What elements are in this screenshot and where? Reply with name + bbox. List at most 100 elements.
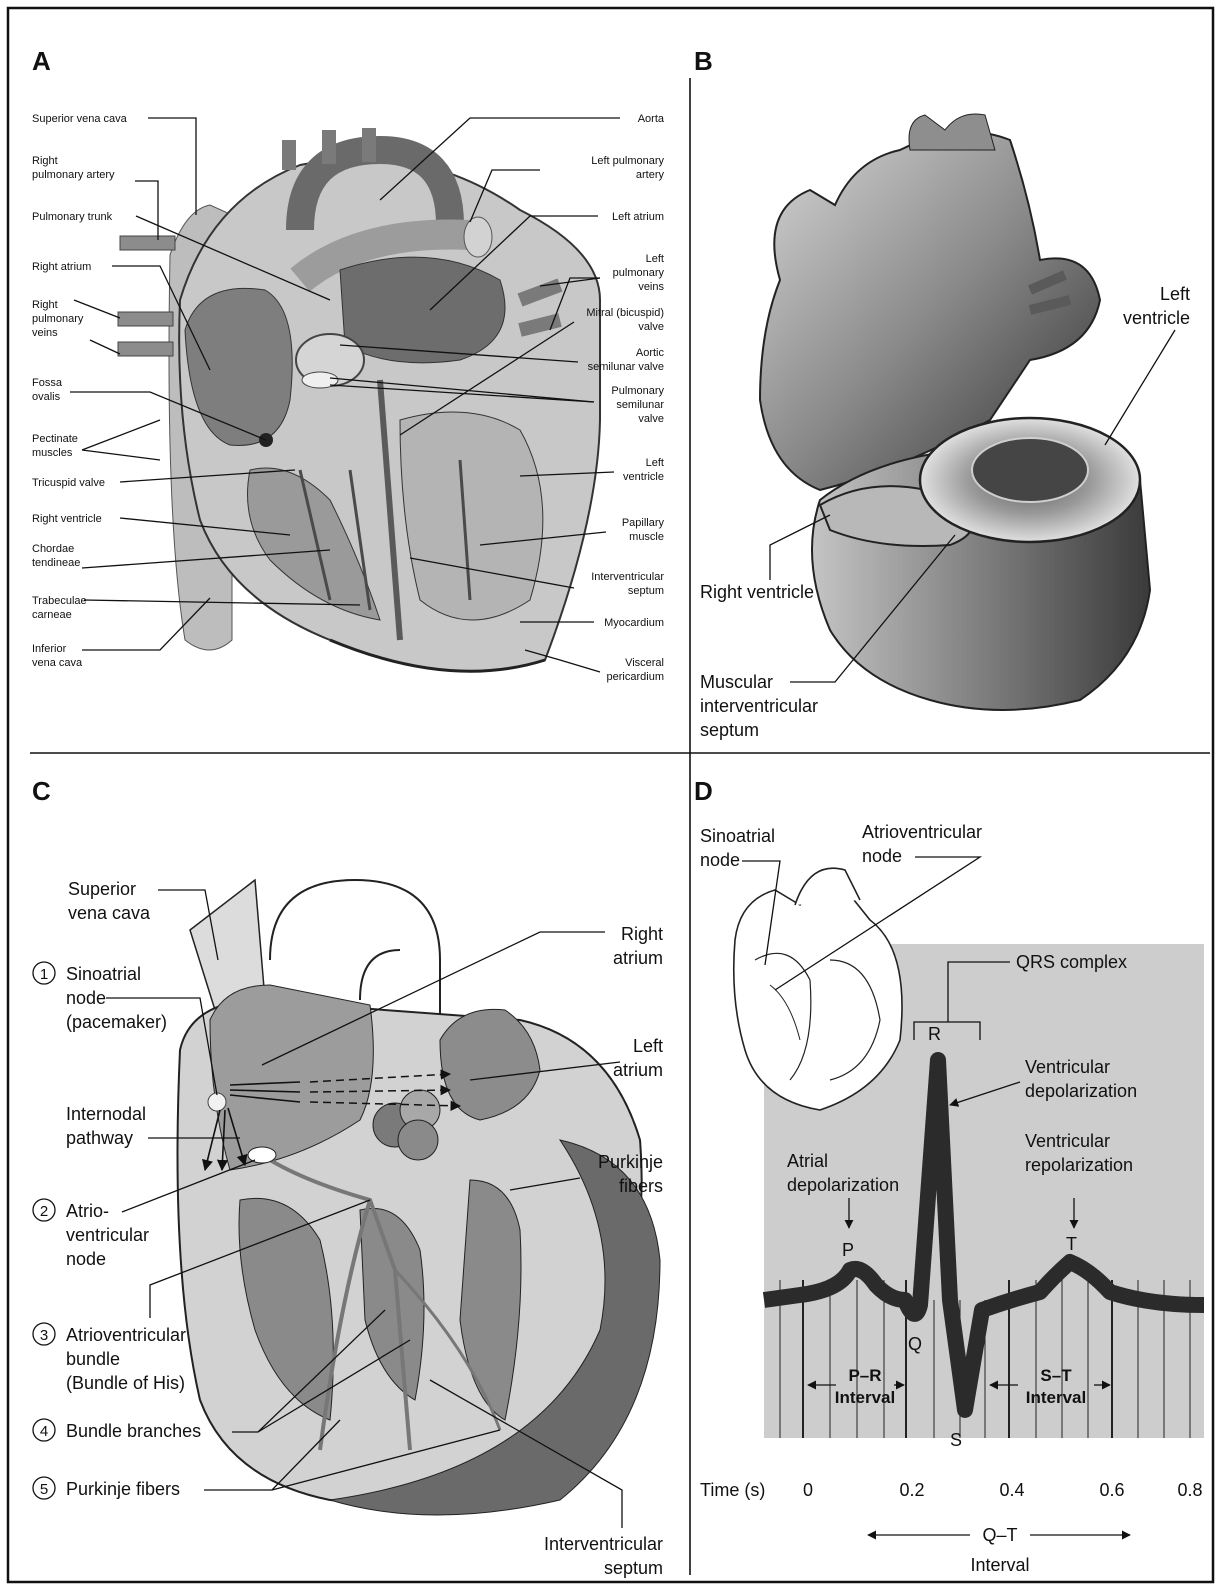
label-b-right-ventricle: Right ventricle <box>700 582 814 602</box>
label-interventricular-septum-2: septum <box>628 585 664 597</box>
tick-label-0-8: 0.8 <box>1177 1480 1202 1500</box>
label-b-left-ventricle-2: ventricle <box>1123 308 1190 328</box>
label-d-wave-p: P <box>842 1240 854 1260</box>
label-c-interventricular-septum: Interventricular <box>544 1534 663 1554</box>
label-pulmonary-valve: Pulmonary <box>611 385 664 397</box>
label-visceral-pericardium-2: pericardium <box>607 671 664 683</box>
step-4-line-1: Bundle branches <box>66 1421 201 1441</box>
heart-section-illustration <box>118 128 600 671</box>
step-internodal-line-2: pathway <box>66 1128 133 1148</box>
label-aorta: Aorta <box>638 113 665 125</box>
label-pulmonary-trunk: Pulmonary trunk <box>32 211 113 223</box>
step-1-line-1: Sinoatrial <box>66 964 141 984</box>
label-d-sinoatrial: Sinoatrial <box>700 826 775 846</box>
label-right-pulmonary-veins-3: veins <box>32 327 58 339</box>
label-d-qrs-complex: QRS complex <box>1016 952 1127 972</box>
label-right-ventricle: Right ventricle <box>32 513 102 525</box>
label-right-pulmonary-veins-2: pulmonary <box>32 313 84 325</box>
label-d-vent-repol: Ventricular <box>1025 1131 1110 1151</box>
label-b-muscular-septum-2: interventricular <box>700 696 818 716</box>
label-c-superior-vena-cava-2: vena cava <box>68 903 151 923</box>
panel-c: C <box>32 776 663 1578</box>
label-d-vent-depol: Ventricular <box>1025 1057 1110 1077</box>
label-papillary-muscle-2: muscle <box>629 531 664 543</box>
label-c-left-atrium-2: atrium <box>613 1060 663 1080</box>
label-right-atrium: Right atrium <box>32 261 91 273</box>
panel-d-letter: D <box>694 776 713 806</box>
label-c-interventricular-septum-2: septum <box>604 1558 663 1578</box>
label-pectinate-muscles: Pectinate <box>32 433 78 445</box>
panel-b-letter: B <box>694 46 713 76</box>
label-d-wave-q: Q <box>908 1334 922 1354</box>
label-inferior-vena-cava-2: vena cava <box>32 657 83 669</box>
panel-d: D <box>694 776 1204 1575</box>
label-aortic-valve-2: semilunar valve <box>588 361 664 373</box>
label-left-pulmonary-artery-2: artery <box>636 169 665 181</box>
label-right-pulmonary-artery: Right <box>32 155 58 167</box>
ecg-heart-sketch <box>734 868 902 1110</box>
label-d-vent-depol-2: depolarization <box>1025 1081 1137 1101</box>
label-pulmonary-valve-2: semilunar <box>616 399 664 411</box>
tick-label-0-2: 0.2 <box>899 1480 924 1500</box>
step-1-line-2: node <box>66 988 106 1008</box>
label-b-left-ventricle: Left <box>1160 284 1190 304</box>
label-left-ventricle-2: ventricle <box>623 471 664 483</box>
label-c-purkinje-right: Purkinje <box>598 1152 663 1172</box>
label-b-muscular-septum-3: septum <box>700 720 759 740</box>
step-1-line-3: (pacemaker) <box>66 1012 167 1032</box>
label-pectinate-muscles-2: muscles <box>32 447 73 459</box>
step-internodal-line-1: Internodal <box>66 1104 146 1124</box>
label-superior-vena-cava: Superior vena cava <box>32 113 128 125</box>
label-mitral-valve-2: valve <box>638 321 664 333</box>
label-c-right-atrium: Right <box>621 924 663 944</box>
label-c-left-atrium: Left <box>633 1036 663 1056</box>
label-c-purkinje-right-2: fibers <box>619 1176 663 1196</box>
leader-b-left-ventricle <box>1105 330 1175 445</box>
heart-exterior-illustration <box>760 114 1150 710</box>
step-3-line-3: (Bundle of His) <box>66 1373 185 1393</box>
label-c-superior-vena-cava: Superior <box>68 879 136 899</box>
label-fossa-ovalis-2: ovalis <box>32 391 61 403</box>
tick-label-0-4: 0.4 <box>999 1480 1024 1500</box>
label-left-pulmonary-artery: Left pulmonary <box>591 155 664 167</box>
panel-b: B Left ventricle Right ventricle Muscula… <box>694 46 1190 740</box>
label-b-muscular-septum: Muscular <box>700 672 773 692</box>
label-d-qt-interval: Q–T <box>982 1525 1017 1545</box>
label-d-sinoatrial-2: node <box>700 850 740 870</box>
label-visceral-pericardium: Visceral <box>625 657 664 669</box>
step-3-line-2: bundle <box>66 1349 120 1369</box>
label-trabeculae-carneae: Trabeculae <box>32 595 87 607</box>
panel-a-letter: A <box>32 46 51 76</box>
label-d-st-interval-2: Interval <box>1026 1388 1086 1407</box>
step-5-line-1: Purkinje fibers <box>66 1479 180 1499</box>
step-2-line-2: ventricular <box>66 1225 149 1245</box>
step-2-line-1: Atrio- <box>66 1201 109 1221</box>
label-d-vent-repol-2: repolarization <box>1025 1155 1133 1175</box>
label-d-wave-r: R <box>928 1024 941 1044</box>
label-d-wave-s: S <box>950 1430 962 1450</box>
label-d-av-node-2: node <box>862 846 902 866</box>
label-left-atrium: Left atrium <box>612 211 664 223</box>
step-4-number: 4 <box>40 1423 48 1440</box>
label-left-pulmonary-veins: Left <box>646 253 664 265</box>
label-left-ventricle: Left <box>646 457 664 469</box>
label-aortic-valve: Aortic <box>636 347 665 359</box>
label-inferior-vena-cava: Inferior <box>32 643 67 655</box>
label-fossa-ovalis: Fossa <box>32 377 63 389</box>
label-d-pr-interval: P–R <box>848 1366 881 1385</box>
label-d-pr-interval-2: Interval <box>835 1388 895 1407</box>
label-papillary-muscle: Papillary <box>622 517 665 529</box>
tick-label-0-6: 0.6 <box>1099 1480 1124 1500</box>
label-d-time: Time (s) <box>700 1480 765 1500</box>
label-pulmonary-valve-3: valve <box>638 413 664 425</box>
label-d-atrial-depol-2: depolarization <box>787 1175 899 1195</box>
label-d-atrial-depol: Atrial <box>787 1151 828 1171</box>
label-right-pulmonary-veins: Right <box>32 299 58 311</box>
panel-a-left-labels: Superior vena cava Right pulmonary arter… <box>32 113 128 669</box>
label-left-pulmonary-veins-2: pulmonary <box>613 267 665 279</box>
label-trabeculae-carneae-2: carneae <box>32 609 72 621</box>
step-2-number: 2 <box>40 1203 48 1220</box>
label-interventricular-septum: Interventricular <box>591 571 664 583</box>
label-d-av-node: Atrioventricular <box>862 822 982 842</box>
label-right-pulmonary-artery-2: pulmonary artery <box>32 169 115 181</box>
